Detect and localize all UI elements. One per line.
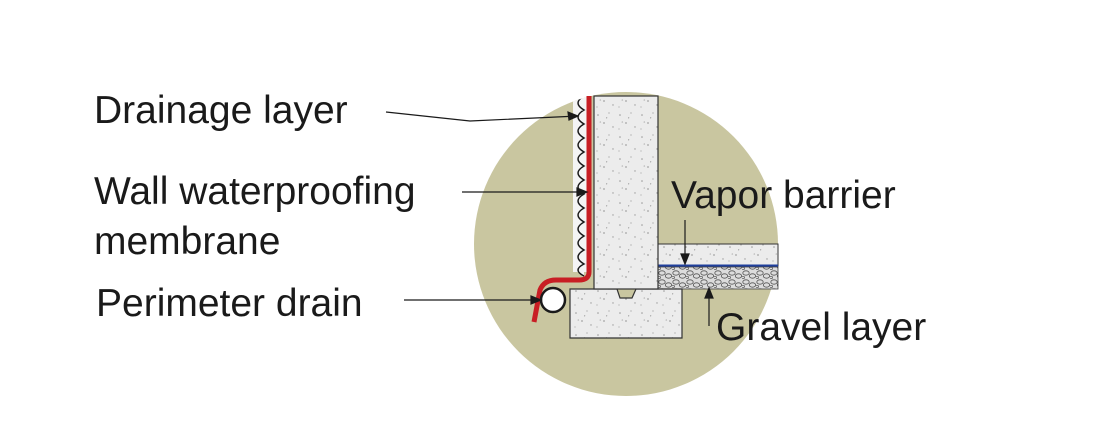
arrowhead-perimeter-drain (530, 295, 543, 305)
gravel-bed (657, 266, 779, 290)
floor-slab (657, 243, 779, 267)
membrane-stroke (531, 96, 592, 323)
foundation-wall (593, 95, 659, 290)
labels: Drainage layer Wall waterproofing membra… (94, 89, 926, 349)
drain-pipe-circle (539, 286, 567, 314)
perimeter-drain-pipe (539, 286, 567, 314)
gravel-bed-fill (657, 266, 779, 290)
arrowhead-gravel-layer (704, 286, 714, 299)
drainage-mat-wave (577, 95, 586, 277)
leader-lines (385, 111, 714, 326)
leader-drainage-layer (385, 111, 579, 122)
label-perimeter-drain: Perimeter drain (96, 282, 363, 325)
arrowhead-vapor-barrier (680, 253, 690, 266)
drainage-mat (573, 95, 587, 277)
label-wall-membrane-line1: Wall waterproofing (94, 170, 416, 213)
floor-slab-concrete (657, 243, 779, 267)
arrowhead-wall-membrane (576, 187, 589, 197)
label-vapor-barrier: Vapor barrier (671, 174, 896, 217)
foundation-wall-concrete (593, 95, 659, 290)
arrowhead-drainage-layer (567, 111, 580, 121)
label-wall-membrane-line2: membrane (94, 220, 280, 263)
label-gravel-layer: Gravel layer (716, 306, 926, 349)
label-drainage-layer: Drainage layer (94, 89, 348, 132)
waterproofing-membrane (531, 96, 592, 323)
